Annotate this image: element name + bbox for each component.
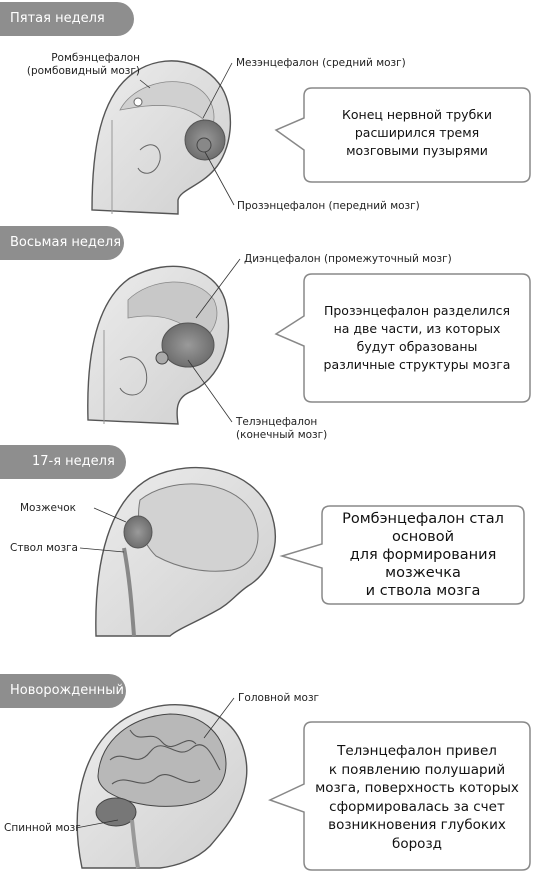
caption-newborn-line: сформировалась за счет (329, 798, 505, 815)
caption-week17-line: основой (391, 529, 455, 545)
embryo-week8 (87, 265, 230, 425)
caption-bubble-4 (268, 721, 531, 871)
stage-title-week5: Пятая неделя (0, 2, 134, 36)
label-rhombencephalon-line1: Ромбэнцефалон (51, 52, 140, 64)
caption-week5-line: мозговыми пузырями (346, 143, 488, 158)
label-spinal-cord: Спинной мозг (4, 822, 81, 834)
caption-week8: Прозэнцефалон разделился на две части, и… (304, 302, 530, 374)
stage-title-newborn: Новорожденный (0, 674, 126, 708)
caption-week8-line: будут образованы (356, 339, 478, 354)
caption-bubble-3 (279, 505, 525, 605)
caption-week5: Конец нервной трубки расширился тремя мо… (304, 106, 530, 160)
embryo-week5 (91, 60, 232, 215)
caption-week8-line: на две части, из которых (333, 321, 501, 336)
label-cerebellum: Мозжечок (20, 502, 76, 514)
caption-bubble-1 (274, 87, 531, 183)
label-brainstem: Ствол мозга (10, 542, 78, 554)
label-mesencephalon: Мезэнцефалон (средний мозг) (236, 57, 406, 69)
label-rhombencephalon: Ромбэнцефалон (ромбовидный мозг) (12, 52, 140, 78)
label-telencephalon-line2: (конечный мозг) (236, 429, 328, 441)
label-diencephalon: Диэнцефалон (промежуточный мозг) (244, 253, 452, 265)
caption-bubble-2 (274, 273, 531, 403)
label-prosencephalon: Прозэнцефалон (передний мозг) (237, 200, 420, 212)
stage-title-week17: 17-я неделя (0, 445, 126, 479)
caption-newborn-line: Телэнцефалон привел (337, 743, 497, 759)
caption-week17-line: и ствола мозга (365, 583, 481, 599)
label-brain: Головной мозг (238, 692, 320, 704)
caption-week5-line: Конец нервной трубки (342, 107, 492, 122)
caption-newborn-line: борозд (392, 835, 442, 852)
caption-week17-line: Ромбэнцефалон стал (342, 511, 504, 527)
caption-newborn-line: к появлению полушарий (328, 761, 506, 778)
fetus-week17 (95, 466, 276, 637)
caption-week8-line: Прозэнцефалон разделился (323, 303, 511, 318)
caption-week17: Ромбэнцефалон стал основой для формирова… (322, 510, 524, 600)
caption-week17-line: мозжечка (385, 565, 461, 581)
label-telencephalon: Телэнцефалон (конечный мозг) (236, 416, 327, 442)
caption-newborn: Телэнцефалон привел к появлению полушари… (304, 742, 530, 853)
caption-week8-line: различные структуры мозга (323, 357, 511, 372)
caption-newborn-line: возникновения глубоких (328, 817, 506, 833)
caption-week5-line: расширился тремя (354, 125, 480, 140)
stage-title-week8: Восьмая неделя (0, 226, 124, 260)
caption-newborn-line: мозга, поверхность которых (315, 780, 519, 796)
label-rhombencephalon-line2: (ромбовидный мозг) (26, 65, 140, 77)
label-telencephalon-line1: Телэнцефалон (236, 416, 318, 428)
caption-week17-line: для формирования (349, 547, 497, 563)
newborn-head (76, 704, 248, 869)
